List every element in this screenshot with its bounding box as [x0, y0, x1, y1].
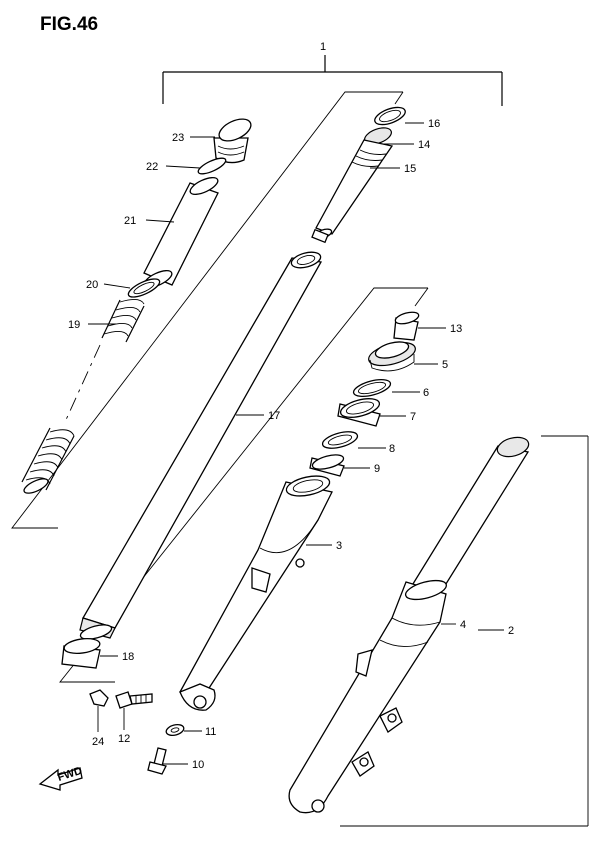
plug-cap-part — [89, 689, 109, 707]
slide-bushing-part — [61, 637, 101, 669]
damper-rod-part — [311, 127, 394, 244]
cap-bolt-part — [213, 118, 252, 164]
outer-tube-left-part — [179, 475, 333, 711]
outer-bushing-part — [309, 454, 345, 477]
callout-6: 6 — [423, 387, 429, 399]
callout-22: 22 — [146, 161, 158, 173]
group-outline-right — [340, 435, 589, 827]
group-outline-middle — [59, 287, 429, 683]
callout-5: 5 — [442, 359, 448, 371]
forward-direction-arrow: FWD — [38, 765, 84, 791]
callout-labels: 1 2 3 4 5 6 7 8 9 10 11 12 13 14 15 16 1… — [68, 41, 514, 771]
callout-23: 23 — [172, 132, 184, 144]
seal-spacer-part — [321, 431, 359, 449]
group-outline-left — [11, 91, 404, 529]
callout-14: 14 — [418, 139, 430, 151]
leader-lines — [88, 122, 504, 765]
stopper-ring-part — [352, 378, 392, 398]
top-ring-part — [374, 106, 406, 126]
fork-leg-right-part — [288, 436, 530, 814]
o-ring-part — [197, 157, 227, 175]
spacer-tube-part — [143, 176, 219, 289]
fork-spring-part — [21, 299, 145, 494]
hex-bolt-part — [115, 691, 153, 709]
callout-1: 1 — [320, 41, 326, 53]
callout-15: 15 — [404, 163, 416, 175]
callout-7: 7 — [410, 411, 416, 423]
oil-seal-part — [337, 398, 381, 427]
callout-2: 2 — [508, 625, 514, 637]
washer-part — [127, 278, 161, 298]
callout-8: 8 — [389, 443, 395, 455]
callout-4: 4 — [460, 619, 466, 631]
callout-24: 24 — [92, 736, 104, 748]
callout-9: 9 — [374, 463, 380, 475]
callout-10: 10 — [192, 759, 204, 771]
callout-16: 16 — [428, 118, 440, 130]
callout-17: 17 — [268, 410, 280, 422]
gasket-part — [165, 723, 185, 737]
assembly-bracket — [162, 55, 503, 106]
figure-title: FIG.46 — [40, 14, 99, 35]
callout-11: 11 — [205, 726, 216, 738]
callout-18: 18 — [122, 651, 134, 663]
callout-19: 19 — [68, 319, 80, 331]
guide-bushing-part — [393, 311, 420, 341]
callout-3: 3 — [336, 540, 342, 552]
callout-13: 13 — [450, 323, 462, 335]
callout-21: 21 — [124, 215, 136, 227]
inner-fork-tube-part — [79, 251, 323, 640]
callout-20: 20 — [86, 279, 98, 291]
dust-seal-part — [368, 341, 416, 372]
drain-bolt-part — [147, 747, 167, 775]
callout-12: 12 — [118, 733, 130, 745]
